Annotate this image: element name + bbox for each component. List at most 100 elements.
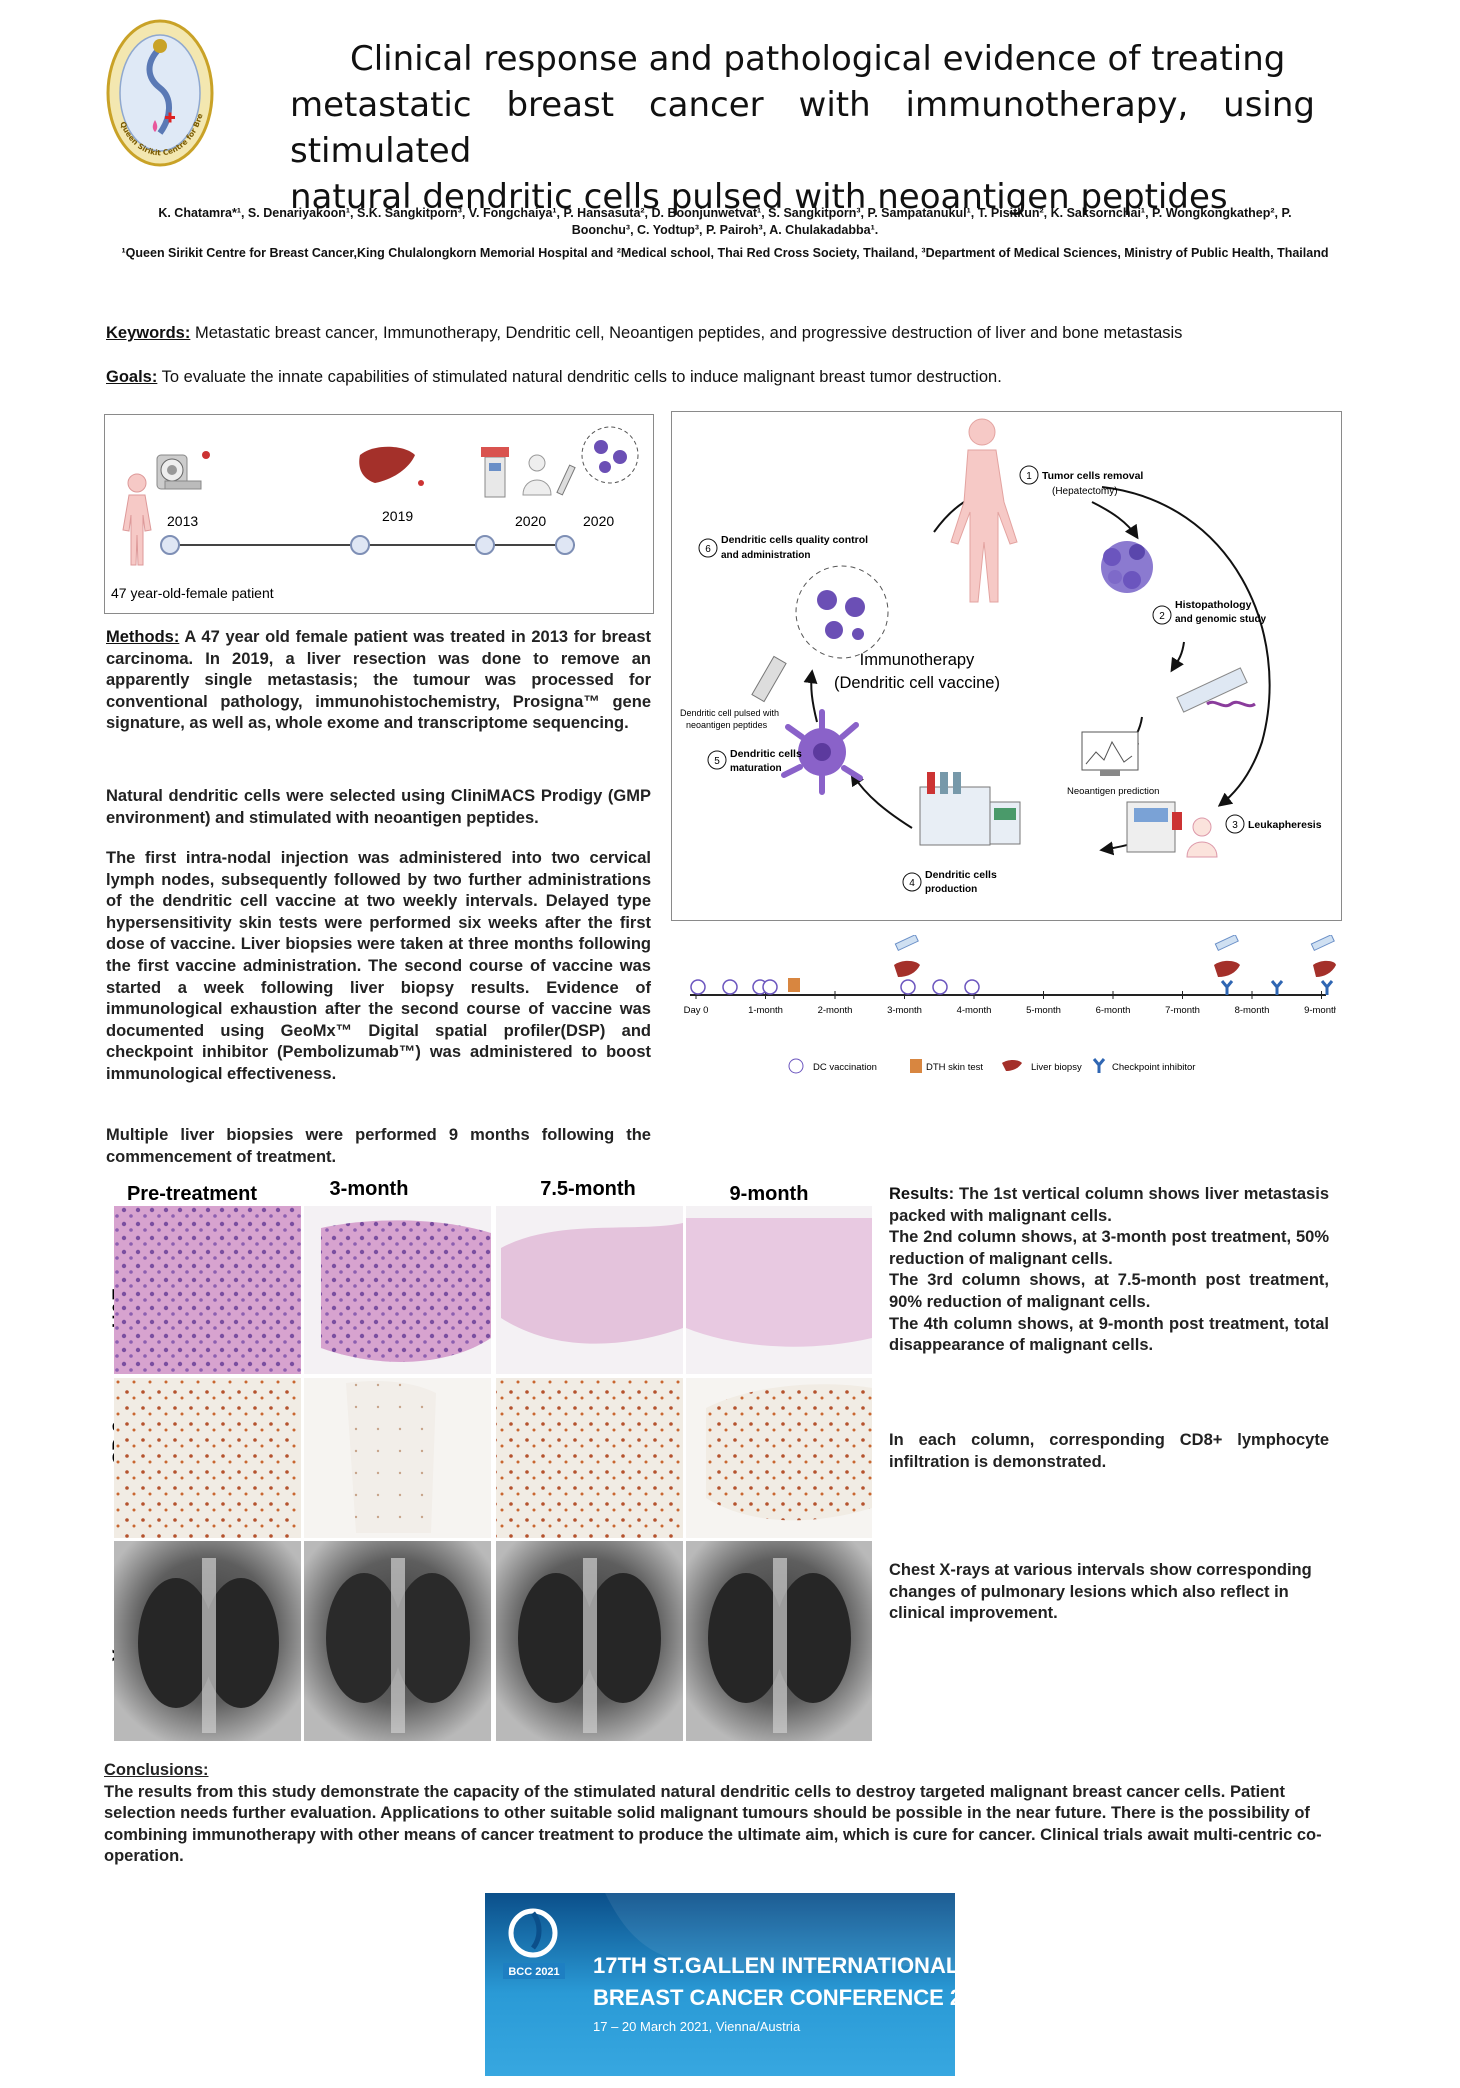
liver-biopsy-marker — [1214, 960, 1240, 977]
timeline-tick-label: 2-month — [818, 1005, 853, 1016]
methods-paragraph-3: The first intra-nodal injection was admi… — [106, 849, 651, 1083]
cycle-step-3: 3 Leukapheresis — [1225, 814, 1322, 834]
column-header: 3-month — [330, 1178, 409, 1200]
title-line-1: Clinical response and pathological evide… — [350, 39, 1286, 79]
liver-biopsy-marker — [894, 960, 920, 977]
leukapheresis-machine-icon — [1126, 801, 1218, 858]
column-header: 7.5-month — [540, 1178, 636, 1200]
column-header: 9-month — [730, 1183, 809, 1205]
pulsed-label-2: neoantigen peptides — [686, 720, 768, 730]
step-number: 5 — [714, 756, 720, 767]
dendritic-cells-qc-icon — [751, 565, 889, 703]
results-column-4: The 4th column shows, at 9-month post tr… — [889, 1314, 1329, 1355]
bcc-logo: BCC 2021 — [503, 1908, 565, 1979]
neoantigen-computer-icon — [1081, 731, 1139, 776]
pathology-panels: Pre-treatment 3-month 7.5-month 9-month … — [110, 1178, 872, 1741]
dc-vaccination-markers — [690, 979, 980, 995]
step-number: 1 — [1026, 471, 1032, 482]
cycle-center-subtitle: (Dendritic cell vaccine) — [834, 674, 1000, 692]
authors-line-1: K. Chatamra*¹, S. Denariyakoon¹, S.K. Sa… — [158, 206, 1292, 220]
syringe-icon — [556, 464, 576, 496]
syringe-marker — [894, 935, 1335, 952]
banner-line-2: BREAST CANCER CONFERENCE 2021 — [593, 1985, 955, 2010]
vaccine-timeline: Day 0 1-month 2-month 3-month 4-month 5-month… — [684, 935, 1336, 1074]
banner-line-1: 17TH ST.GALLEN INTERNATIONAL — [593, 1953, 955, 1978]
step-sublabel: and genomic study — [1175, 614, 1267, 625]
timeline-node-2013 — [160, 535, 180, 555]
xray-image-3-month — [304, 1541, 491, 1741]
prodigy-machine-icon — [919, 772, 1021, 846]
step-label: Tumor cells removal — [1042, 470, 1143, 482]
liver-biopsy-marker — [1313, 960, 1336, 977]
step-sublabel: and administration — [721, 550, 810, 561]
xray-image-7-5-month — [496, 1541, 683, 1741]
timeline-tick-label: 3-month — [887, 1005, 922, 1016]
dendritic-cells-icon — [581, 426, 639, 484]
results-xray-text: Chest X-rays at various intervals show c… — [889, 1561, 1312, 1623]
microscope-slide-icon — [1176, 667, 1256, 713]
cycle-step-5: 5 Dendritic cells maturation — [707, 748, 802, 774]
banner-line-3: 17 – 20 March 2021, Vienna/Austria — [593, 2019, 801, 2034]
patient-figure-icon — [950, 418, 1018, 603]
methods-label: Methods: — [106, 628, 180, 646]
title-line-2: metastatic breast cancer with immunother… — [290, 85, 1315, 171]
results-label: Results: — [889, 1185, 955, 1203]
dth-skin-test-marker — [788, 978, 800, 992]
cycle-step-6: 6 Dendritic cells quality control and ad… — [698, 534, 868, 561]
step-number: 2 — [1159, 611, 1165, 622]
step-number: 3 — [1232, 820, 1238, 831]
queen-sirikit-logo: Queen Sirikit Centre for Breast Cancer — [105, 18, 214, 167]
timeline-tick-label: 5-month — [1026, 1005, 1061, 1016]
prodigy-machine-icon — [481, 447, 509, 498]
cd8-image-pretreatment — [114, 1378, 301, 1538]
step-sublabel: (Hepatectomy) — [1052, 486, 1118, 497]
keywords-label: Keywords: — [106, 324, 191, 342]
step-sublabel: maturation — [730, 763, 782, 774]
mature-dendritic-cell-icon — [781, 709, 863, 795]
results-column-1: Results: The 1st vertical column shows l… — [889, 1184, 1329, 1227]
conclusions-text: The results from this study demonstrate … — [104, 1782, 1322, 1866]
step-number: 4 — [909, 878, 915, 889]
step-number: 6 — [705, 544, 711, 555]
neoantigen-label: Neoantigen prediction — [1067, 786, 1159, 797]
patient-caption: 47 year-old-female patient — [111, 585, 274, 601]
donor-person-icon — [522, 454, 552, 496]
cycle-center-title: Immunotherapy — [860, 651, 975, 669]
poster-title: Clinical response and pathological evide… — [290, 36, 1315, 220]
timeline-tick-label: 4-month — [957, 1005, 992, 1016]
cycle-step-2: 2 Histopathology and genomic study — [1152, 599, 1267, 625]
patient-timeline-figure: 2013 2019 2020 2020 47 year-old-female p… — [111, 426, 639, 601]
methods-paragraph-1: Methods: A 47 year old female patient wa… — [106, 627, 651, 735]
goals: Goals: To evaluate the innate capabiliti… — [106, 366, 1002, 388]
liver-icon — [359, 446, 415, 483]
timeline-tick-label: Day 0 — [684, 1005, 709, 1016]
legend-item: Liver biopsy — [1031, 1062, 1082, 1073]
xray-image-pretreatment — [114, 1541, 301, 1741]
step-label: Dendritic cells — [925, 869, 997, 881]
timeline-tick-label: 8-month — [1235, 1005, 1270, 1016]
goals-text: To evaluate the innate capabilities of s… — [157, 368, 1002, 386]
legend-item: Checkpoint inhibitor — [1112, 1062, 1195, 1073]
results-cd8-text: In each column, corresponding CD8+ lymph… — [889, 1431, 1329, 1471]
timeline-tick-label: 6-month — [1096, 1005, 1131, 1016]
timeline-tick-label: 9-month — [1304, 1005, 1336, 1016]
step-sublabel: production — [925, 884, 977, 895]
methods-paragraph-4: Multiple liver biopsies were performed 9… — [106, 1126, 651, 1166]
timeline-tick-label: 7-month — [1165, 1005, 1200, 1016]
results-text: Results: The 1st vertical column shows l… — [889, 1184, 1329, 1357]
legend-item: DTH skin test — [926, 1062, 983, 1073]
he-image-pretreatment — [114, 1206, 301, 1374]
checkpoint-inhibitor-markers — [1220, 980, 1334, 995]
vaccine-timeline-legend: DC vaccination DTH skin test Liver biops… — [788, 1058, 1195, 1074]
patient-timeline-box: 2013 2019 2020 2020 47 year-old-female p… — [104, 414, 654, 614]
timeline-node-2019 — [350, 535, 370, 555]
bcc-badge: BCC 2021 — [508, 1966, 559, 1978]
legend-item: DC vaccination — [813, 1062, 877, 1073]
timeline-tick-label: 1-month — [748, 1005, 783, 1016]
step-label: Histopathology — [1175, 599, 1252, 611]
step-label: Dendritic cells — [730, 748, 802, 760]
author-list: K. Chatamra*¹, S. Denariyakoon¹, S.K. Sa… — [100, 205, 1350, 239]
affiliations: ¹Queen Sirikit Centre for Breast Cancer,… — [121, 246, 1329, 260]
results-text-1: The 1st vertical column shows liver meta… — [889, 1185, 1329, 1225]
column-header: Pre-treatment — [127, 1183, 257, 1205]
